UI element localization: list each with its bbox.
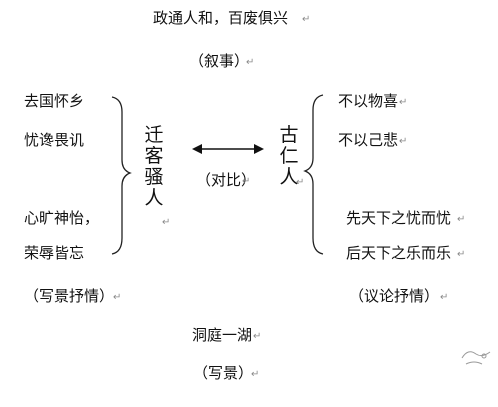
right-line-2: 不以己悲 xyxy=(338,131,399,149)
paragraph-mark-icon: ↵ xyxy=(113,292,122,303)
left-vertical-char: 骚 xyxy=(144,166,164,188)
left-note: （写景抒情） xyxy=(24,287,115,305)
decoration-doodle-icon xyxy=(461,351,491,365)
top-note: （叙事） xyxy=(189,52,250,70)
left-line-4: 荣辱皆忘 xyxy=(24,244,85,262)
right-line-1: 不以物喜 xyxy=(338,92,399,110)
left-vertical-char: 人 xyxy=(144,187,164,209)
paragraph-mark-icon: ↵ xyxy=(440,292,449,303)
right-vertical-title: 古 仁 人 xyxy=(278,125,300,188)
paragraph-mark-icon: ↵ xyxy=(162,217,171,228)
right-line-3: 先天下之忧而忧 xyxy=(346,209,452,227)
paragraph-mark-icon: ↵ xyxy=(246,57,255,68)
right-vertical-char: 仁 xyxy=(279,145,299,167)
double-arrow-icon xyxy=(192,144,264,154)
paragraph-mark-icon: ↵ xyxy=(242,176,251,187)
paragraph-mark-icon: ↵ xyxy=(302,14,311,25)
paragraph-mark-icon: ↵ xyxy=(457,249,466,260)
left-line-1: 去国怀乡 xyxy=(24,92,85,110)
paragraph-mark-icon: ↵ xyxy=(457,214,466,225)
left-vertical-char: 客 xyxy=(144,145,164,167)
paragraph-mark-icon: ↵ xyxy=(399,136,408,147)
paragraph-mark-icon: ↵ xyxy=(296,177,305,188)
right-vertical-char: 古 xyxy=(279,124,299,146)
left-vertical-char: 迁 xyxy=(144,124,164,146)
left-line-3: 心旷神怡， xyxy=(24,209,100,227)
top-text: 政通人和，百废俱兴 xyxy=(153,9,289,27)
right-vertical-char: 人 xyxy=(279,166,299,188)
right-brace-icon xyxy=(303,94,324,255)
right-line-4: 后天下之乐而乐 xyxy=(346,244,452,262)
paragraph-mark-icon: ↵ xyxy=(399,97,408,108)
paragraph-mark-icon: ↵ xyxy=(253,331,262,342)
left-line-2: 忧谗畏讥 xyxy=(24,131,85,149)
left-vertical-title: 迁 客 骚 人 xyxy=(143,125,165,209)
middle-note: （对比） xyxy=(196,171,257,189)
bottom-text: 洞庭一湖 xyxy=(192,326,253,344)
right-note: （议论抒情） xyxy=(349,287,440,305)
paragraph-mark-icon: ↵ xyxy=(251,369,260,380)
left-brace-icon xyxy=(111,96,132,255)
bottom-note: （写景） xyxy=(193,364,254,382)
